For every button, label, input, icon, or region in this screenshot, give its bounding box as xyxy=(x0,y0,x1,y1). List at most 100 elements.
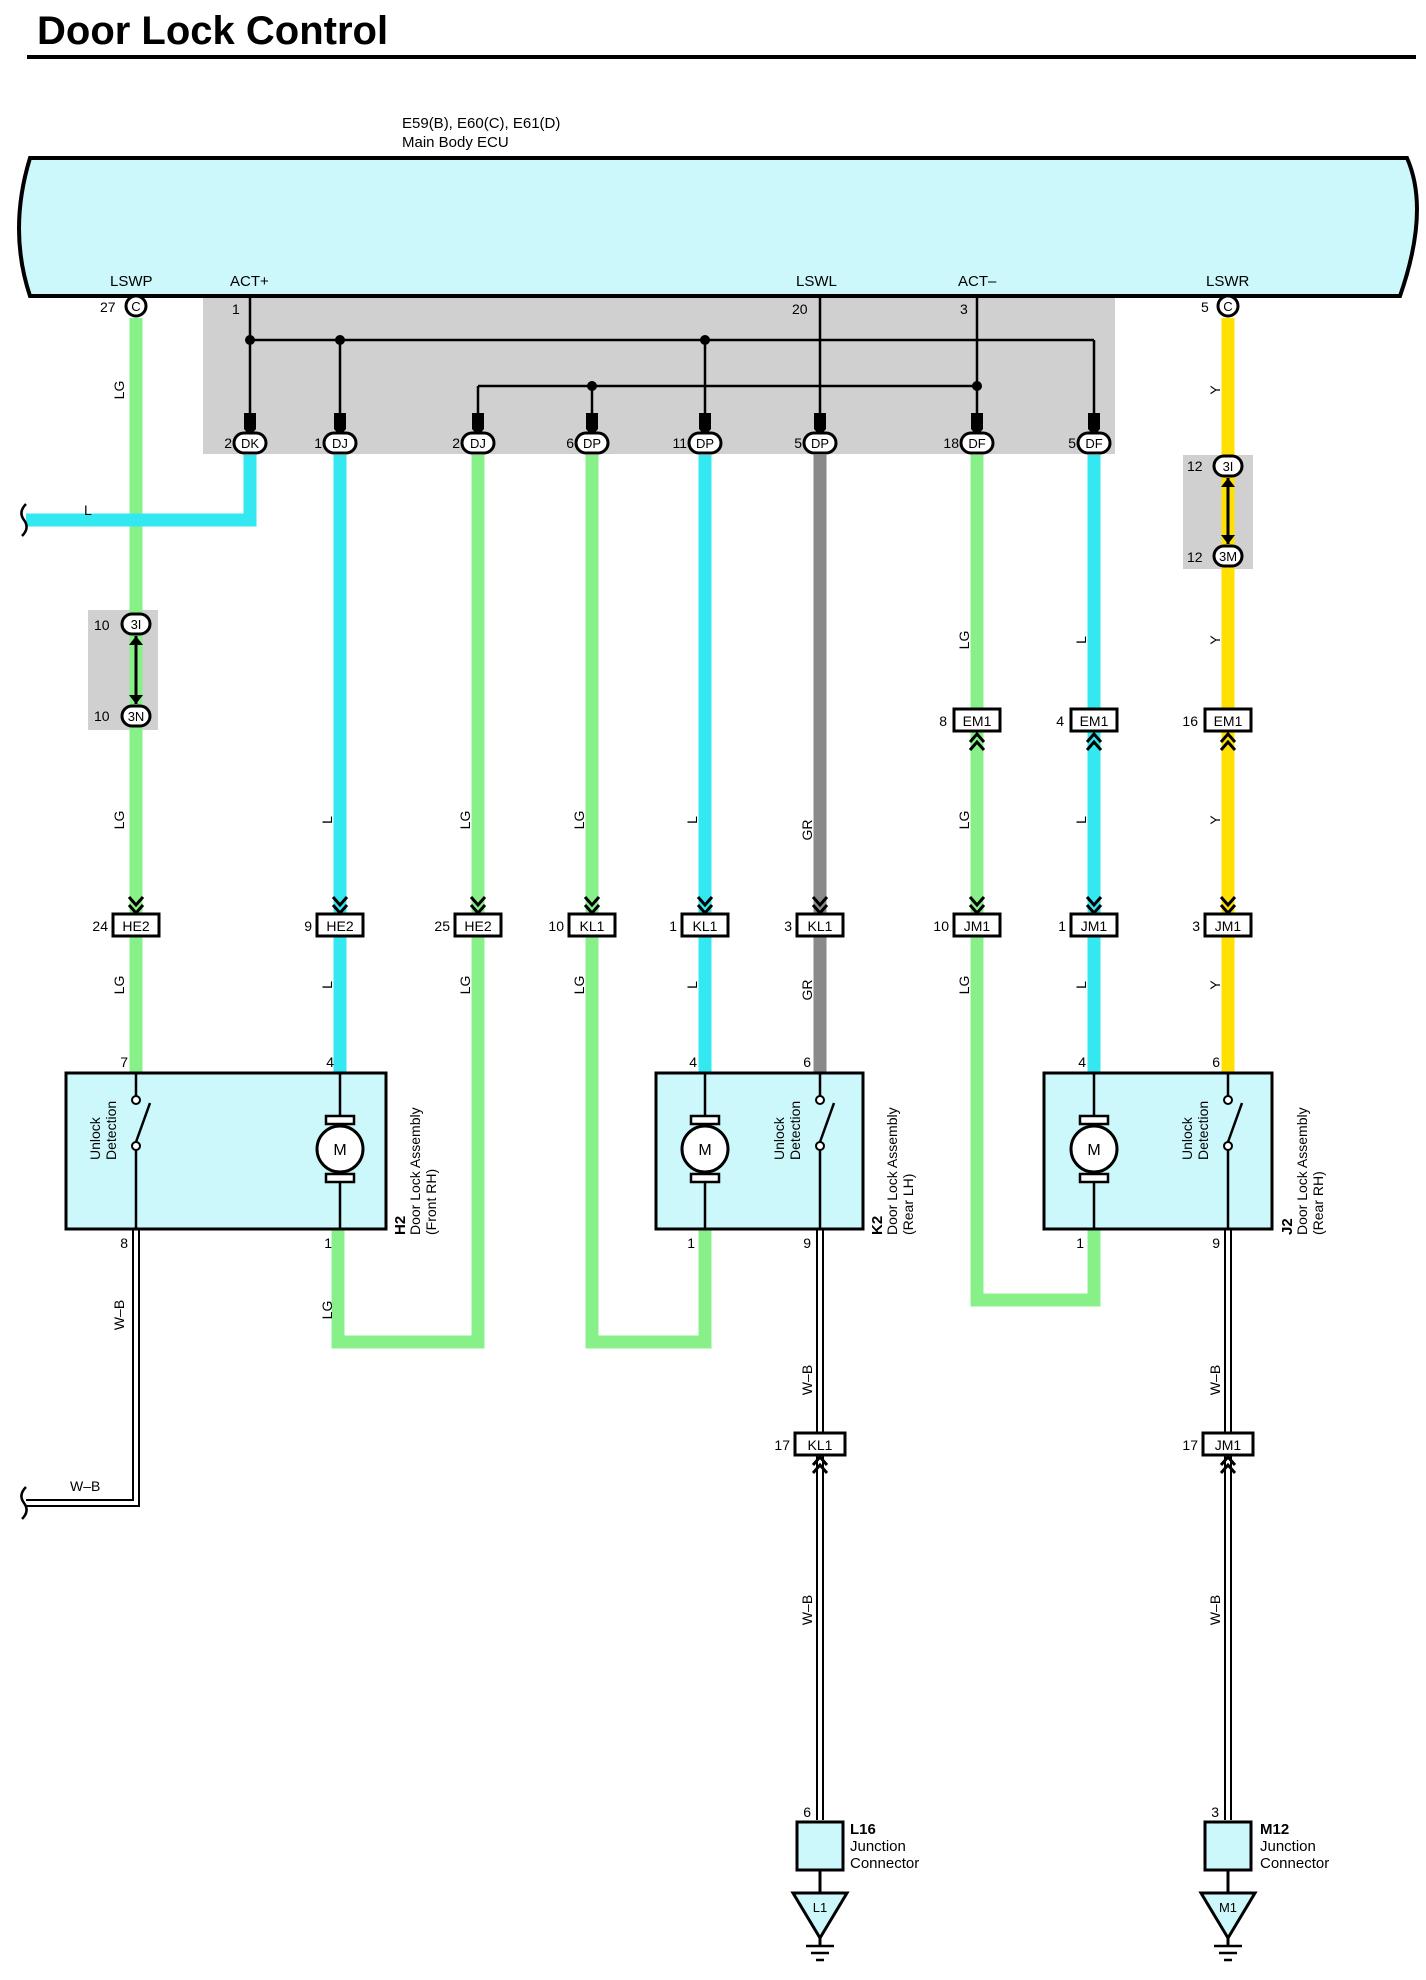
row-connector-label: HE2 xyxy=(122,918,149,934)
wire-color-label: L xyxy=(1073,636,1089,644)
wire-labels: LGLGLGW–BLLLGLGLGLGLLGRGRLGLGLGLLLYYYYW–… xyxy=(111,381,1223,1626)
junction-pin-num: 2 xyxy=(224,435,232,451)
wire-color-label: L xyxy=(1073,816,1089,824)
ecu-pin-conn: C xyxy=(1223,299,1232,314)
ecu-pin-conn: C xyxy=(131,299,140,314)
assembly-j2: 4 6 1 9 M Unlock Detection J2 Door Lock … xyxy=(1042,1054,1326,1251)
wire-color-label: LG xyxy=(111,976,127,995)
ecu-connectors-label: E59(B), E60(C), E61(D) xyxy=(402,115,560,132)
wire-color-label: L xyxy=(319,816,335,824)
junction-pin-terminal xyxy=(1076,431,1112,455)
wire-color-label: L xyxy=(684,981,700,989)
junction-pin-terminal xyxy=(460,431,496,455)
ecu-pin-num: 20 xyxy=(792,301,808,317)
svg-text:3I: 3I xyxy=(131,617,142,632)
svg-text:L1: L1 xyxy=(813,1900,827,1915)
ecu-pin-num: 1 xyxy=(232,301,240,317)
ecu-pin-num: 27 xyxy=(100,299,116,315)
wire-color-label: LG xyxy=(956,811,972,830)
junction-pin-terminal xyxy=(574,431,610,455)
svg-text:H2: H2 xyxy=(392,1216,409,1235)
row-connector-num: 1 xyxy=(669,918,677,934)
row-connector xyxy=(111,912,161,938)
wire-color-label: GR xyxy=(799,820,815,841)
svg-text:Connector: Connector xyxy=(1260,1855,1329,1872)
em1-connector-num: 16 xyxy=(1182,713,1198,729)
assembly-h2: 7 4 8 1 Unlock Detection M H2 Door Lock … xyxy=(64,1054,439,1251)
junction-pin-conn: DF xyxy=(1085,436,1102,451)
junction-pin-conn: DP xyxy=(696,436,714,451)
em1-connector-label: EM1 xyxy=(1214,713,1243,729)
junction-pin-terminal xyxy=(959,431,995,455)
wire-color-label: LG xyxy=(956,976,972,995)
wire-color-label: LG xyxy=(571,976,587,995)
junction-pin-num: 18 xyxy=(943,435,959,451)
wire-color-label: LG xyxy=(457,976,473,995)
junction-pin-num: 5 xyxy=(794,435,802,451)
row-connector-label: JM1 xyxy=(964,918,991,934)
wire-break-mark xyxy=(20,503,28,537)
ecu-signal-lswl: LSWL xyxy=(796,273,837,290)
svg-text:(Rear LH): (Rear LH) xyxy=(900,1174,916,1235)
em1-connector xyxy=(1203,707,1253,733)
svg-text:L16: L16 xyxy=(850,1821,876,1838)
row-connector-label: JM1 xyxy=(1081,918,1108,934)
row-connector xyxy=(315,912,365,938)
ecu-pin-terminal xyxy=(124,294,148,318)
svg-text:1: 1 xyxy=(687,1235,695,1251)
ground-connector-jm1: 17 JM1 xyxy=(1182,1431,1255,1475)
row-connector xyxy=(453,912,503,938)
ecu-signal-lswp: LSWP xyxy=(110,273,153,290)
svg-text:Door Lock Assembly: Door Lock Assembly xyxy=(884,1107,900,1235)
row-connector-label: KL1 xyxy=(580,918,605,934)
page-title: Door Lock Control xyxy=(37,9,388,53)
row-connector-label: HE2 xyxy=(326,918,353,934)
junction-pin-terminal xyxy=(232,431,268,455)
row-connector-num: 3 xyxy=(784,918,792,934)
row-connector xyxy=(1069,912,1119,938)
row-connector-label: JM1 xyxy=(1215,918,1242,934)
svg-text:4: 4 xyxy=(1078,1054,1086,1070)
svg-text:Detection: Detection xyxy=(103,1101,119,1160)
svg-text:Detection: Detection xyxy=(787,1101,803,1160)
svg-text:3I: 3I xyxy=(1223,459,1234,474)
svg-text:17: 17 xyxy=(774,1437,790,1453)
assembly-k2: 4 6 1 9 M Unlock Detection K2 Door Lock … xyxy=(654,1054,916,1251)
svg-text:JM1: JM1 xyxy=(1215,1437,1242,1453)
wire-color-label: LG xyxy=(571,811,587,830)
svg-text:Unlock: Unlock xyxy=(771,1116,787,1160)
row-connector-num: 25 xyxy=(434,918,450,934)
wire-dp6-lg-loop xyxy=(585,455,712,1349)
wire-color-label: W–B xyxy=(111,1300,127,1330)
inline-connector-right: 12 3I 12 3M xyxy=(1187,454,1244,568)
junction-pin-num: 2 xyxy=(452,435,460,451)
wire-color-label: Y xyxy=(1207,815,1223,825)
ecu-signal-act-plus: ACT+ xyxy=(230,273,269,290)
junction-pin-conn: DJ xyxy=(470,436,486,451)
junction-connector-l16: 6 L1 L16 Junction Connector xyxy=(790,1804,919,1962)
wire-color-label: LG xyxy=(457,811,473,830)
svg-text:17: 17 xyxy=(1182,1437,1198,1453)
svg-text:Junction: Junction xyxy=(1260,1838,1316,1855)
row-connector-label: HE2 xyxy=(464,918,491,934)
svg-text:12: 12 xyxy=(1187,458,1203,474)
em1-connector-label: EM1 xyxy=(963,713,992,729)
junction-pin-conn: DK xyxy=(241,436,259,451)
svg-text:Door Lock Assembly: Door Lock Assembly xyxy=(407,1107,423,1235)
ground-connector-kl1: 17 KL1 xyxy=(774,1431,847,1475)
ecu-signal-lswr: LSWR xyxy=(1206,273,1250,290)
ecu-body xyxy=(17,156,1419,298)
junction-pin-terminal xyxy=(687,431,723,455)
svg-text:3M: 3M xyxy=(1219,549,1237,564)
wire-color-label: Y xyxy=(1207,635,1223,645)
wire-color-label: L xyxy=(319,981,335,989)
ecu-name-label: Main Body ECU xyxy=(402,134,509,151)
wire-label-l-horizontal: L xyxy=(84,502,92,518)
wire-color-label: W–B xyxy=(1207,1595,1223,1625)
inline-connector-left: 10 3I 10 3N xyxy=(94,612,152,728)
svg-text:K2: K2 xyxy=(869,1216,886,1235)
ecu-pin-terminal xyxy=(1216,294,1240,318)
svg-text:9: 9 xyxy=(803,1235,811,1251)
